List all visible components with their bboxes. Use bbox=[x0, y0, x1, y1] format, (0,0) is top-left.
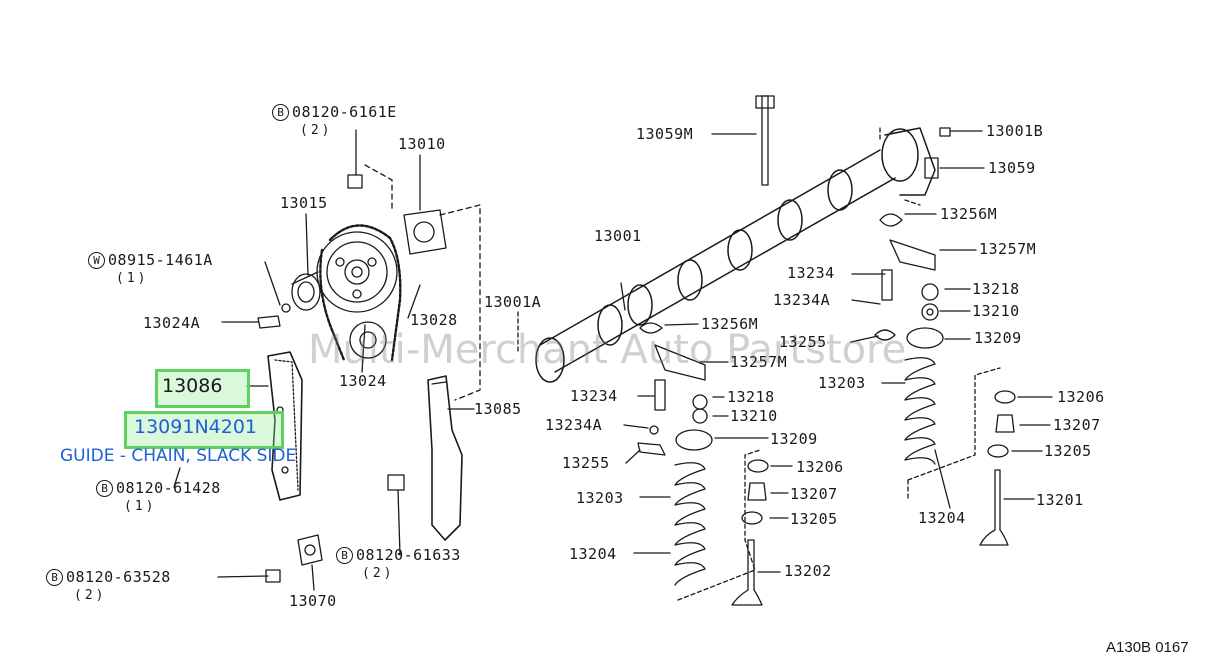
tensioner bbox=[291, 271, 321, 311]
callout-qty: (2) bbox=[74, 588, 107, 603]
callout-13001b: 13001B bbox=[986, 122, 1044, 140]
callout-qty: (1) bbox=[116, 271, 149, 286]
callout-13010: 13010 bbox=[398, 135, 446, 153]
valve-left bbox=[731, 539, 763, 606]
callout-13205: 13205 bbox=[1044, 442, 1092, 460]
highlighted-part-13086[interactable]: 13086 bbox=[162, 375, 223, 397]
chain-guide-tension bbox=[427, 375, 463, 541]
bracket-13070 bbox=[297, 534, 323, 566]
callout-13205: 13205 bbox=[790, 510, 838, 528]
callout-qty: (1) bbox=[124, 499, 157, 514]
crank-sprocket bbox=[349, 321, 387, 359]
callout-13001a: 13001A bbox=[484, 293, 542, 311]
callout-13202: 13202 bbox=[784, 562, 832, 580]
callout-13234a: 13234A bbox=[773, 291, 831, 309]
callout-13207: 13207 bbox=[790, 485, 838, 503]
callout-qty: (2) bbox=[300, 123, 333, 138]
cam-sprocket bbox=[316, 231, 398, 313]
callout-13085: 13085 bbox=[474, 400, 522, 418]
dashed-group-outline bbox=[364, 164, 481, 401]
bolt-marker-icon: B bbox=[272, 104, 289, 121]
washer-marker-icon: W bbox=[88, 252, 105, 269]
callout-13206: 13206 bbox=[1057, 388, 1105, 406]
callout-13218: 13218 bbox=[727, 388, 775, 406]
callout-13070: 13070 bbox=[289, 592, 337, 610]
bolt-marker-icon: B bbox=[336, 547, 353, 564]
callout-13234: 13234 bbox=[570, 387, 618, 405]
callout-13209: 13209 bbox=[974, 329, 1022, 347]
callout-13256m: 13256M bbox=[701, 315, 759, 333]
callout-13059m: 13059M bbox=[636, 125, 694, 143]
figure-code: A130B 0167 bbox=[1106, 639, 1189, 656]
callout-13015: 13015 bbox=[280, 194, 328, 212]
callout-13201: 13201 bbox=[1036, 491, 1084, 509]
callout-13203: 13203 bbox=[818, 374, 866, 392]
bolt-marker-icon: B bbox=[96, 480, 113, 497]
callout-13257m: 13257M bbox=[730, 353, 788, 371]
valve-right bbox=[979, 469, 1009, 546]
callout-13204: 13204 bbox=[569, 545, 617, 563]
callout-13218: 13218 bbox=[972, 280, 1020, 298]
callout-13257m: 13257M bbox=[979, 240, 1037, 258]
callout-13234a: 13234A bbox=[545, 416, 603, 434]
valve-spring-left bbox=[674, 462, 706, 586]
callout-13204: 13204 bbox=[918, 509, 966, 527]
bolt-13059m bbox=[761, 95, 769, 186]
callout-13210: 13210 bbox=[730, 407, 778, 425]
callout-13028: 13028 bbox=[410, 311, 458, 329]
timing-chain bbox=[319, 224, 402, 362]
callout-13210: 13210 bbox=[972, 302, 1020, 320]
callout-13207: 13207 bbox=[1053, 416, 1101, 434]
callout-13256m: 13256M bbox=[940, 205, 998, 223]
callout-13024a: 13024A bbox=[143, 314, 201, 332]
highlighted-part-13091[interactable]: 13091N4201 bbox=[134, 416, 258, 438]
watermark: Multi-Merchant Auto Partstore bbox=[308, 327, 907, 373]
highlight-box-13091[interactable] bbox=[124, 411, 284, 449]
camshaft bbox=[535, 127, 936, 383]
highlight-box-13086[interactable] bbox=[155, 369, 250, 408]
part-description: GUIDE - CHAIN, SLACK SIDE bbox=[60, 446, 297, 466]
callout-13024: 13024 bbox=[339, 372, 387, 390]
callout-13234: 13234 bbox=[787, 264, 835, 282]
cover-plate bbox=[403, 209, 447, 255]
valve-spring-right bbox=[904, 357, 936, 465]
callout-13203: 13203 bbox=[576, 489, 624, 507]
callout-13209: 13209 bbox=[770, 430, 818, 448]
chain-guide-slack bbox=[267, 351, 303, 501]
bolt-marker-icon: B bbox=[46, 569, 63, 586]
callout-13059: 13059 bbox=[988, 159, 1036, 177]
callout-13255: 13255 bbox=[779, 333, 827, 351]
callout-13001: 13001 bbox=[594, 227, 642, 245]
callout-13255: 13255 bbox=[562, 454, 610, 472]
callout-13206: 13206 bbox=[796, 458, 844, 476]
callout-qty: (2) bbox=[362, 566, 395, 581]
